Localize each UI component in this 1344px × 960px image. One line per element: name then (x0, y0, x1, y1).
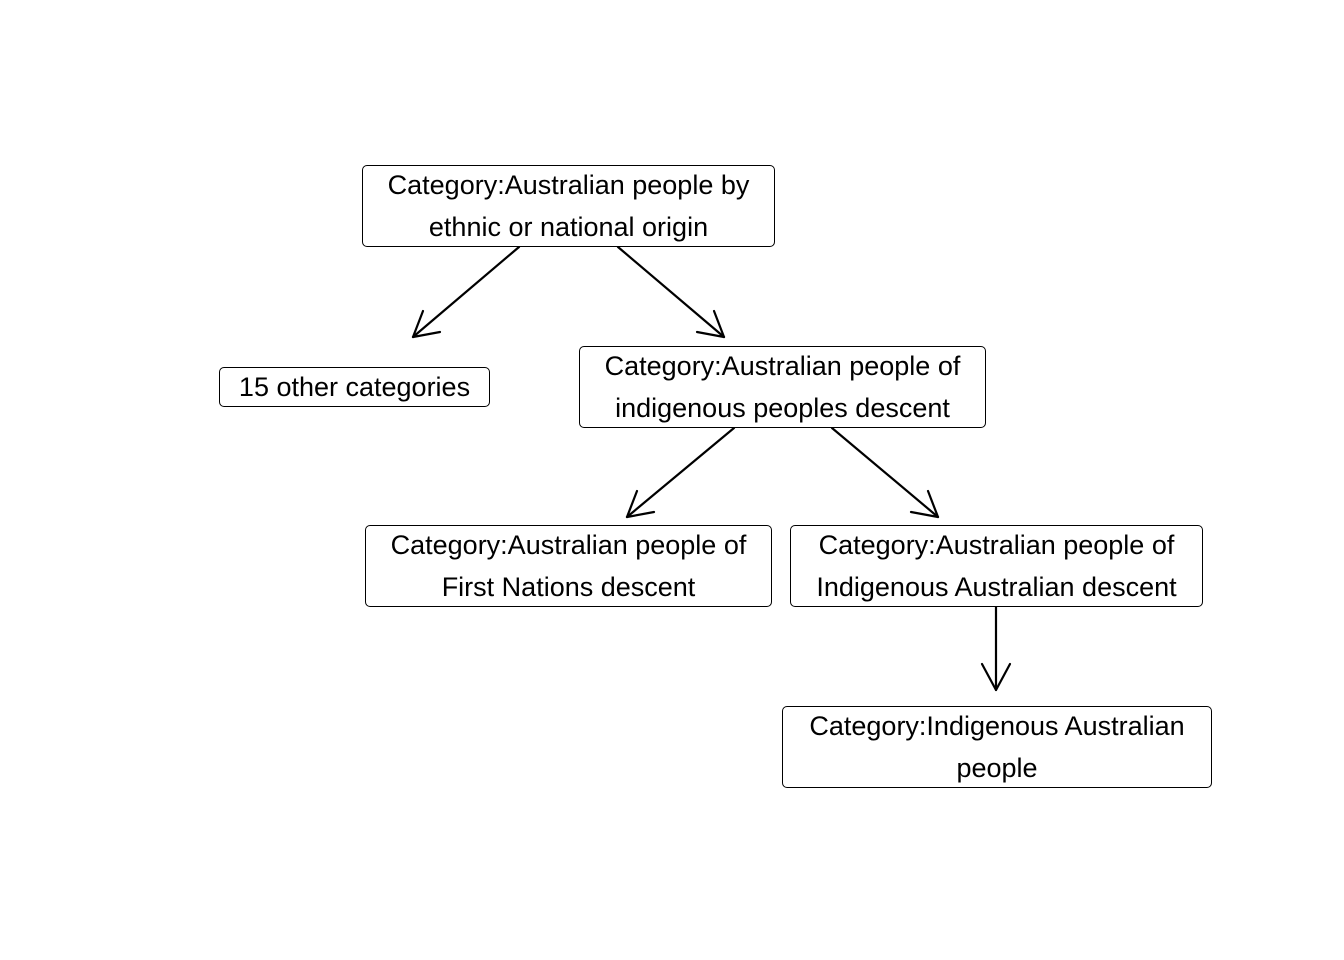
node-label-line-2: Indigenous Australian descent (816, 572, 1177, 602)
node-first-nations-descent[interactable]: Category:Australian people of First Nati… (365, 525, 772, 607)
node-label-line-1: Category:Australian people of (604, 351, 961, 381)
node-indigenous-australian-people[interactable]: Category:Indigenous Australian people (782, 706, 1212, 788)
node-label-line-1: Category:Australian people of (818, 530, 1175, 560)
node-label-line-1: Category:Australian people of (390, 530, 747, 560)
node-label-line-2: First Nations descent (441, 572, 696, 602)
node-other-categories[interactable]: 15 other categories (219, 367, 490, 407)
node-indigenous-peoples-descent[interactable]: Category:Australian people of indigenous… (579, 346, 986, 428)
node-indigenous-australian-descent[interactable]: Category:Australian people of Indigenous… (790, 525, 1203, 607)
edge-root-to-other (411, 245, 521, 339)
node-label-line-1: Category:Indigenous Australian (809, 711, 1185, 741)
node-label-line-2: people (956, 753, 1038, 783)
edge-indigenous-peoples-to-first-nations (625, 426, 736, 519)
node-label-line-2: indigenous peoples descent (615, 393, 950, 423)
node-label-line-1: 15 other categories (238, 372, 471, 402)
node-australian-people-by-origin[interactable]: Category:Australian people by ethnic or … (362, 165, 775, 247)
node-label-line-2: ethnic or national origin (428, 212, 709, 242)
edge-root-to-indigenous-peoples (616, 245, 726, 339)
node-label-line-1: Category:Australian people by (387, 170, 750, 200)
edge-indigenous-australian-descent-to-people (980, 605, 1012, 692)
edge-indigenous-peoples-to-indigenous-australian-descent (830, 426, 940, 519)
